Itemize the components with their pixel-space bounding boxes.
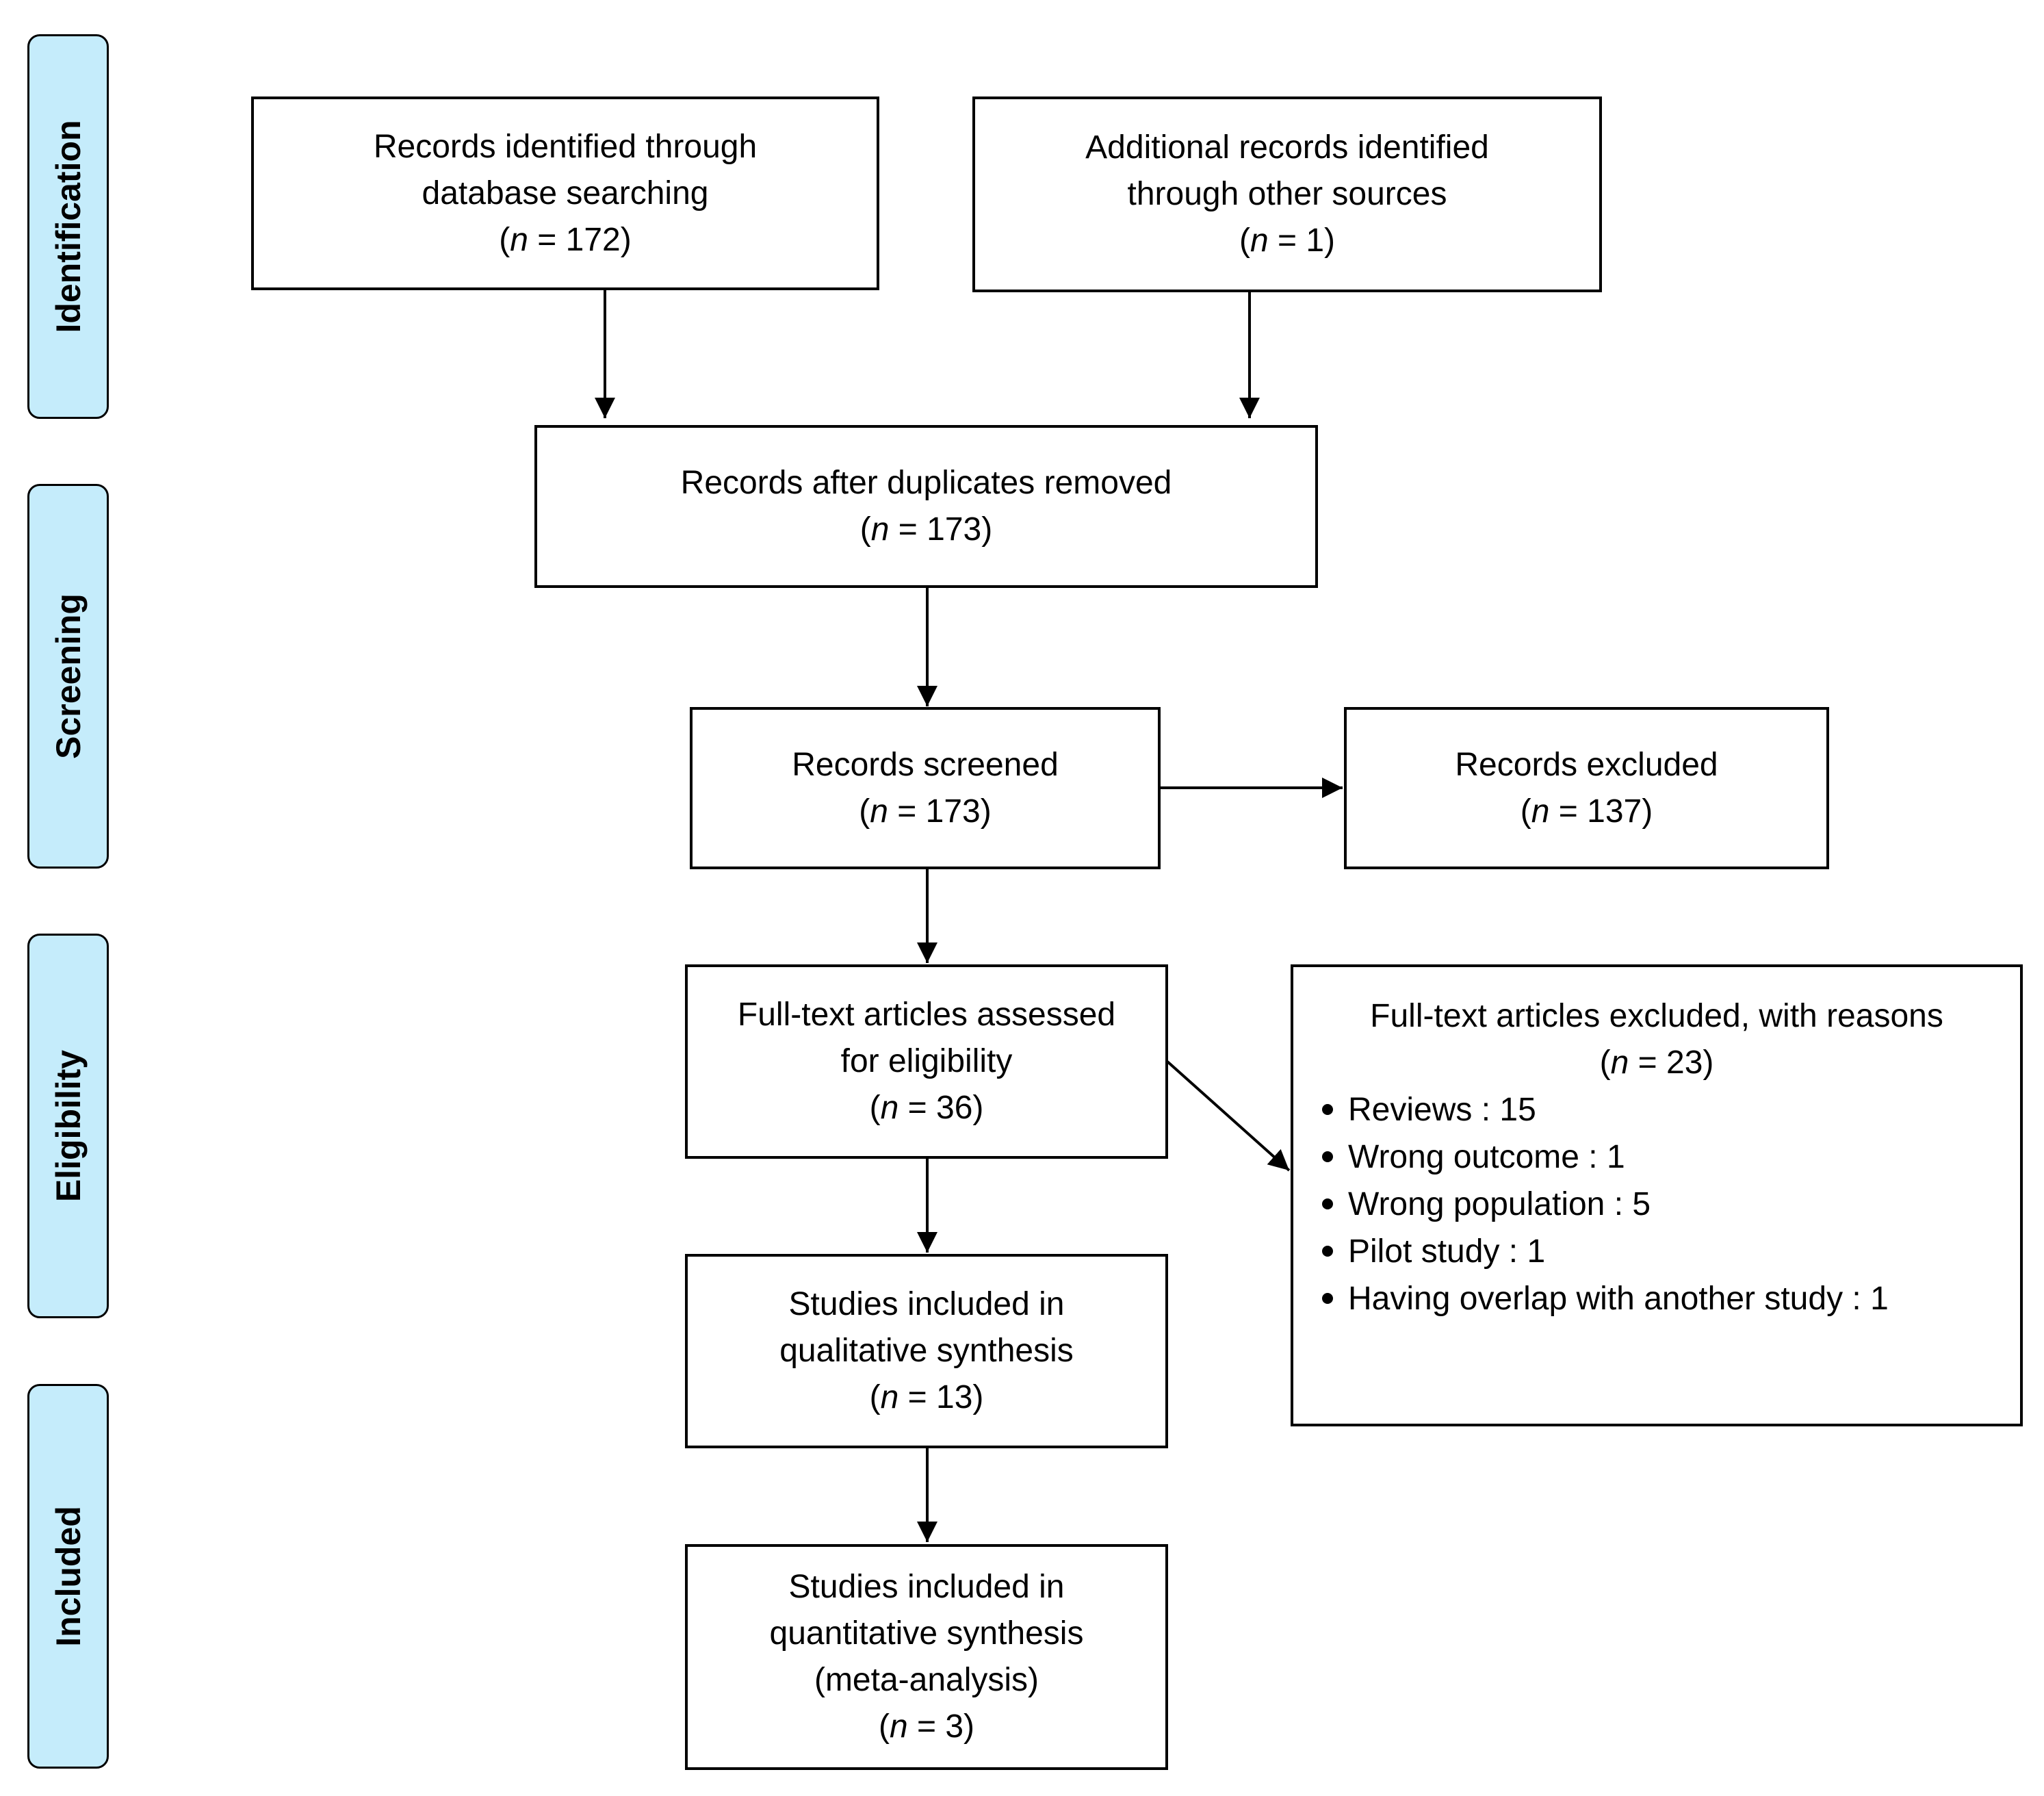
list-item: Wrong population : 5 xyxy=(1322,1181,2020,1228)
box-records-database: Records identified through database sear… xyxy=(251,97,879,290)
box-text-line: Additional records identified xyxy=(1085,129,1489,166)
phase-label: Included xyxy=(49,1506,88,1647)
box-qualitative-synthesis: Studies included in qualitative synthesi… xyxy=(685,1254,1168,1448)
box-text-line: Records identified through xyxy=(373,128,758,165)
box-text-line: quantitative synthesis xyxy=(769,1615,1084,1652)
box-text-line: through other sources xyxy=(1127,176,1447,212)
box-count: (n = 3) xyxy=(878,1708,975,1745)
box-text-line: Records excluded xyxy=(1455,746,1718,783)
list-item: Wrong outcome : 1 xyxy=(1322,1133,2020,1181)
list-item: Pilot study : 1 xyxy=(1322,1228,2020,1275)
box-text-line: Full-text articles excluded, with reason… xyxy=(1370,998,1943,1034)
box-text-line: database searching xyxy=(422,175,709,211)
box-count: (n = 36) xyxy=(869,1090,984,1126)
box-text-line: for eligibility xyxy=(840,1043,1013,1079)
list-item: Reviews : 15 xyxy=(1322,1086,2020,1133)
box-fulltext-assessed: Full-text articles assessed for eligibil… xyxy=(685,964,1168,1159)
bullet-icon xyxy=(1322,1151,1333,1162)
box-text-line: Records screened xyxy=(792,746,1059,783)
box-count: (n = 13) xyxy=(869,1379,984,1415)
box-records-excluded: Records excluded (n = 137) xyxy=(1344,707,1829,869)
arrow-fulltext-to-fulltext-excluded xyxy=(1166,1060,1291,1172)
bullet-icon xyxy=(1322,1104,1333,1115)
box-count: (n = 23) xyxy=(1599,1044,1714,1081)
box-count: (n = 173) xyxy=(859,511,993,548)
box-count: (n = 137) xyxy=(1520,793,1653,830)
box-count: (n = 172) xyxy=(499,221,632,258)
phase-eligibility: Eligibility xyxy=(27,934,109,1318)
phase-screening: Screening xyxy=(27,484,109,869)
bullet-icon xyxy=(1322,1198,1333,1209)
bullet-icon xyxy=(1322,1246,1333,1257)
phase-label: Screening xyxy=(49,593,88,759)
bullet-icon xyxy=(1322,1293,1333,1304)
list-item: Having overlap with another study : 1 xyxy=(1322,1275,2020,1322)
phase-identification: Identification xyxy=(27,34,109,419)
phase-included: Included xyxy=(27,1384,109,1769)
box-records-after-duplicates: Records after duplicates removed (n = 17… xyxy=(534,425,1318,588)
box-text-line: qualitative synthesis xyxy=(779,1333,1074,1369)
box-text-line: Full-text articles assessed xyxy=(737,997,1116,1033)
box-text-line: Studies included in xyxy=(788,1569,1065,1605)
box-fulltext-excluded: Full-text articles excluded, with reason… xyxy=(1291,964,2023,1426)
box-text-line: Studies included in xyxy=(788,1286,1065,1322)
exclusion-reasons-list: Reviews : 15 Wrong outcome : 1 Wrong pop… xyxy=(1293,1086,2020,1322)
box-quantitative-synthesis: Studies included in quantitative synthes… xyxy=(685,1544,1168,1770)
phase-label: Eligibility xyxy=(49,1049,88,1203)
box-count: (n = 173) xyxy=(859,793,992,830)
box-records-screened: Records screened (n = 173) xyxy=(690,707,1161,869)
box-count: (n = 1) xyxy=(1239,222,1336,259)
box-text-line: (meta-analysis) xyxy=(814,1662,1039,1698)
box-records-other-sources: Additional records identified through ot… xyxy=(972,97,1602,292)
box-text-line: Records after duplicates removed xyxy=(680,465,1172,501)
phase-label: Identification xyxy=(49,120,88,333)
